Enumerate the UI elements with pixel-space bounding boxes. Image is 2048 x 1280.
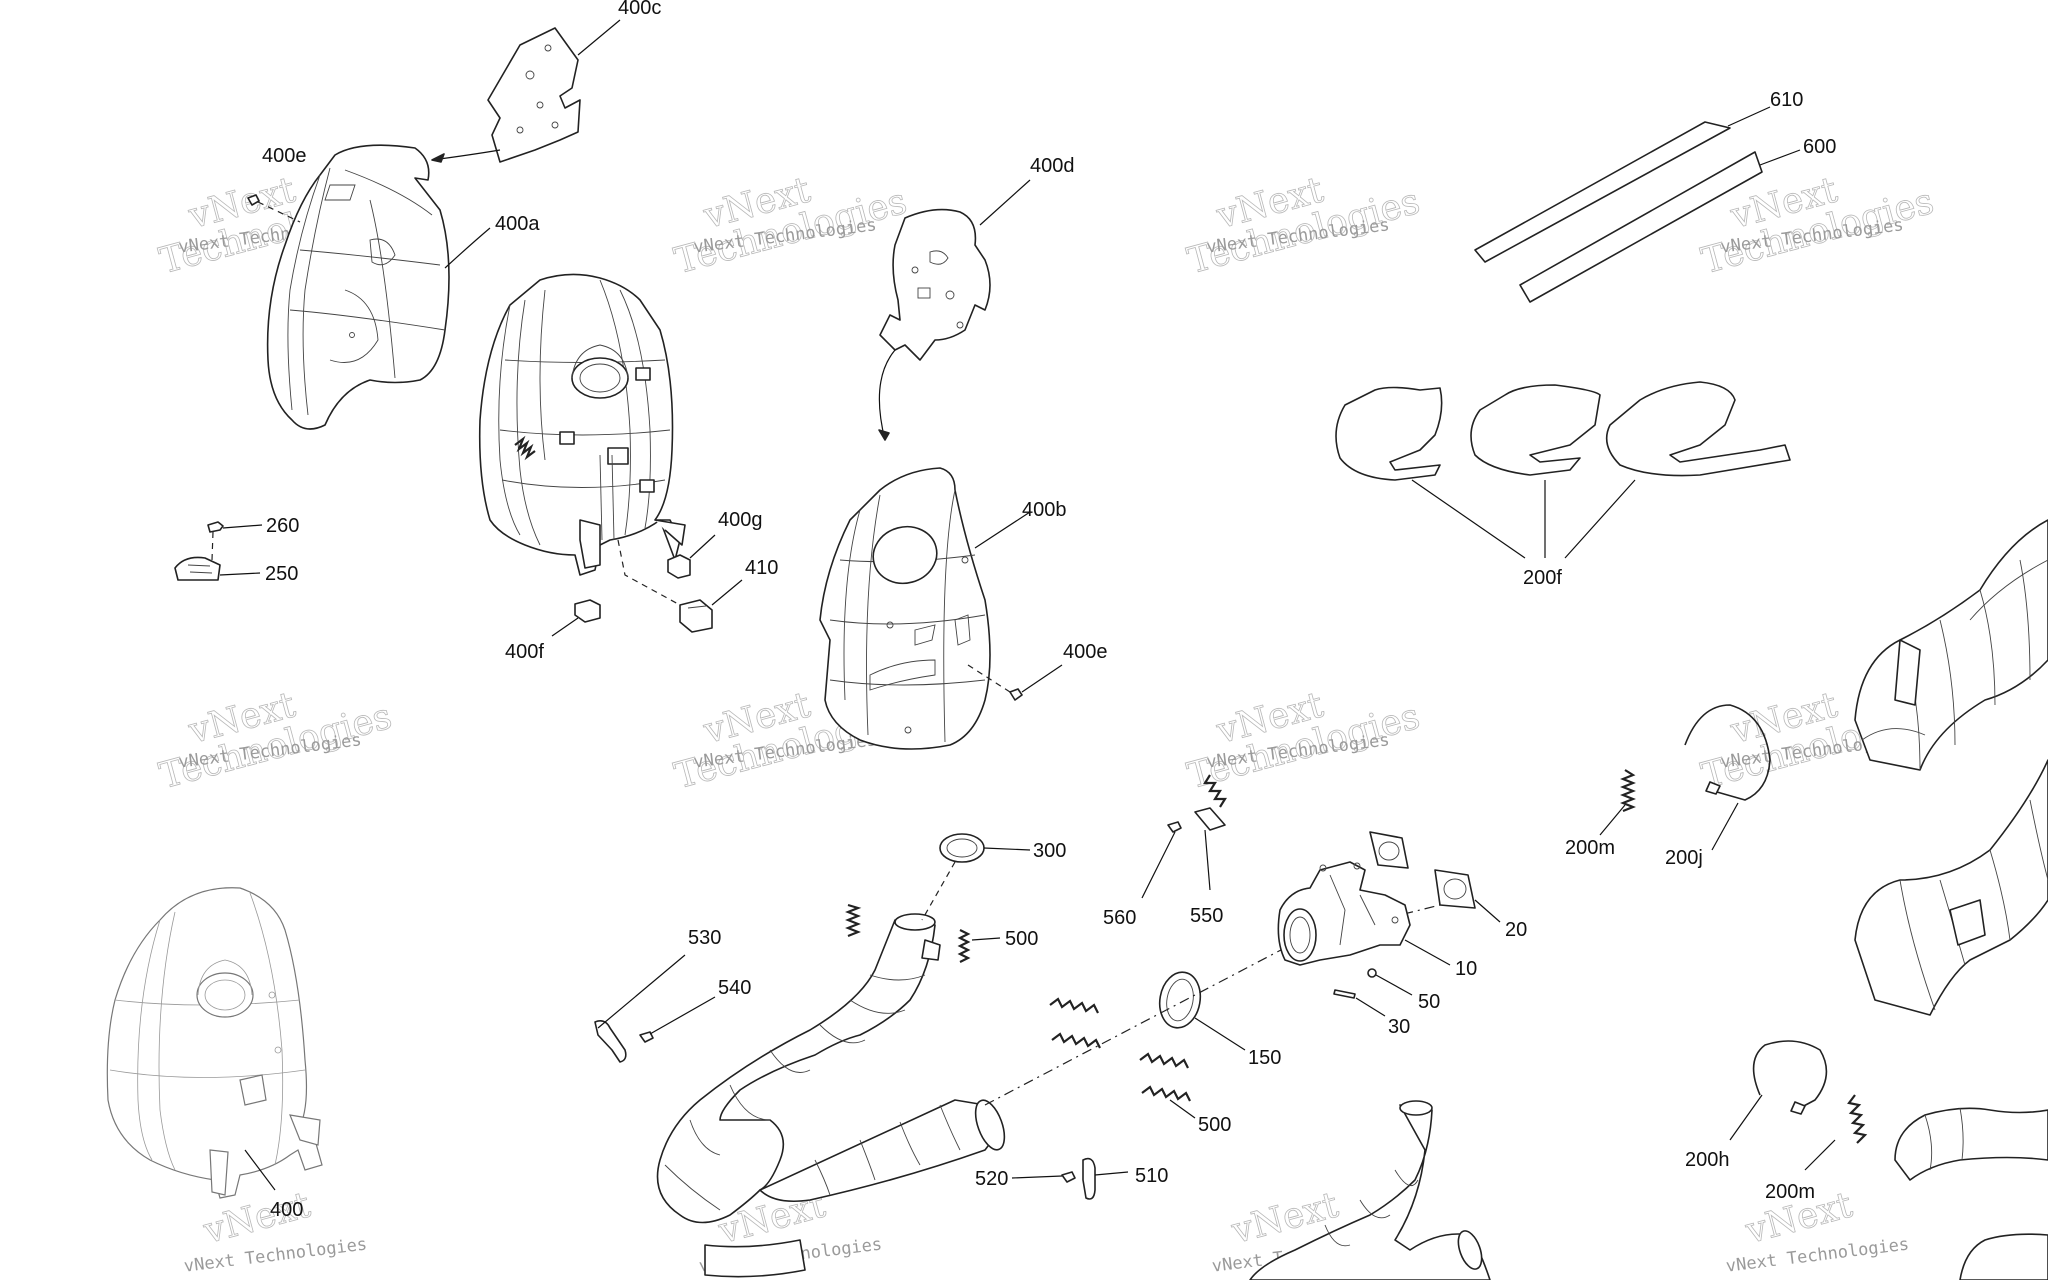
bracket-510 bbox=[1082, 1157, 1129, 1200]
spring-500-top bbox=[957, 929, 1001, 963]
label-400e-mid: 400e bbox=[1063, 641, 1108, 663]
bracket-530 bbox=[594, 954, 686, 1063]
label-200m-bottom: 200m bbox=[1765, 1181, 1815, 1203]
muffler-center bbox=[478, 273, 686, 576]
stud-30 bbox=[1333, 989, 1386, 1017]
label-400e-top: 400e bbox=[262, 145, 307, 167]
label-10: 10 bbox=[1455, 958, 1477, 980]
label-250: 250 bbox=[265, 563, 298, 585]
pads-200f bbox=[1335, 381, 1791, 559]
bolt-260 bbox=[207, 521, 263, 561]
bolt-540 bbox=[639, 996, 716, 1043]
label-530: 530 bbox=[688, 927, 721, 949]
label-200m-top: 200m bbox=[1565, 837, 1615, 859]
heat-shield-400b bbox=[819, 467, 1031, 750]
label-400b: 400b bbox=[1022, 499, 1067, 521]
strip-600 bbox=[1519, 149, 1801, 303]
label-540: 540 bbox=[718, 977, 751, 999]
springs-middle bbox=[1049, 997, 1196, 1119]
exhaust-pipe-second bbox=[1249, 1100, 1491, 1280]
watermark-4: vNext Technologies vNext Technologies bbox=[1697, 169, 1939, 283]
strip-610 bbox=[1474, 106, 1771, 263]
label-300: 300 bbox=[1033, 840, 1066, 862]
gasket-20 bbox=[1434, 869, 1501, 923]
label-500-top: 500 bbox=[1005, 928, 1038, 950]
spring-small-left bbox=[845, 903, 862, 938]
bracket-410 bbox=[617, 539, 743, 633]
label-200h: 200h bbox=[1685, 1149, 1730, 1171]
tail-pipe-upper-right bbox=[1854, 519, 2048, 771]
label-400a: 400a bbox=[495, 213, 540, 235]
spring-200m-top bbox=[1599, 769, 1636, 836]
watermark-9: vNext vNext Technologies bbox=[183, 1184, 368, 1277]
label-50: 50 bbox=[1418, 991, 1440, 1013]
tail-pipe-bottom-right bbox=[1894, 1107, 2048, 1280]
watermark-7: vNext Technologies vNext Technologies bbox=[1183, 684, 1425, 798]
label-20: 20 bbox=[1505, 919, 1527, 941]
label-500-bottom: 500 bbox=[1198, 1114, 1231, 1136]
label-400c: 400c bbox=[618, 0, 661, 19]
watermark-3: vNext Technologies vNext Technologies bbox=[1183, 169, 1425, 283]
bolt-520 bbox=[1011, 1171, 1076, 1183]
label-520: 520 bbox=[975, 1168, 1008, 1190]
bracket-400f bbox=[551, 599, 601, 637]
gasket-150 bbox=[1158, 971, 1246, 1051]
label-550: 550 bbox=[1190, 905, 1223, 927]
screw-400e-top bbox=[247, 194, 301, 223]
label-400d: 400d bbox=[1030, 155, 1075, 177]
label-400: 400 bbox=[270, 1199, 303, 1221]
watermark-2: vNext Technologies vNext Technologies bbox=[670, 169, 912, 283]
muffler-400-faded bbox=[106, 887, 323, 1199]
label-260: 260 bbox=[266, 515, 299, 537]
heat-shield-400c bbox=[431, 19, 621, 163]
gasket-upper bbox=[1369, 831, 1409, 869]
label-510: 510 bbox=[1135, 1165, 1168, 1187]
tail-pipe-middle-right bbox=[1854, 759, 2048, 1016]
label-30: 30 bbox=[1388, 1016, 1410, 1038]
watermark-5: vNext Technologies vNext Technologies bbox=[155, 684, 397, 798]
label-410: 410 bbox=[745, 557, 778, 579]
bolt-560 bbox=[1141, 821, 1182, 899]
ring-200j bbox=[1684, 704, 1771, 851]
manifold-10 bbox=[1277, 861, 1451, 966]
washer-50 bbox=[1367, 968, 1413, 996]
bracket-550 bbox=[1194, 774, 1227, 891]
clamp-250 bbox=[174, 556, 261, 581]
bracket-400g bbox=[667, 534, 716, 579]
label-200j: 200j bbox=[1665, 847, 1703, 869]
exhaust-pipe-main bbox=[656, 913, 1006, 1278]
spring-200m-bottom bbox=[1804, 1094, 1868, 1171]
label-150: 150 bbox=[1248, 1047, 1281, 1069]
screw-400e-mid bbox=[967, 664, 1063, 701]
heat-shield-400d bbox=[878, 179, 1031, 441]
part-labels: 400c 400e 400a 400d 610 600 260 250 400g… bbox=[262, 0, 1836, 1221]
label-200f: 200f bbox=[1523, 567, 1562, 589]
label-610: 610 bbox=[1770, 89, 1803, 111]
ring-200h bbox=[1729, 1040, 1828, 1141]
ring-300 bbox=[921, 833, 1031, 921]
label-600: 600 bbox=[1803, 136, 1836, 158]
label-400g: 400g bbox=[718, 509, 763, 531]
label-560: 560 bbox=[1103, 907, 1136, 929]
heat-shield-400a bbox=[266, 144, 491, 430]
label-400f: 400f bbox=[505, 641, 544, 663]
